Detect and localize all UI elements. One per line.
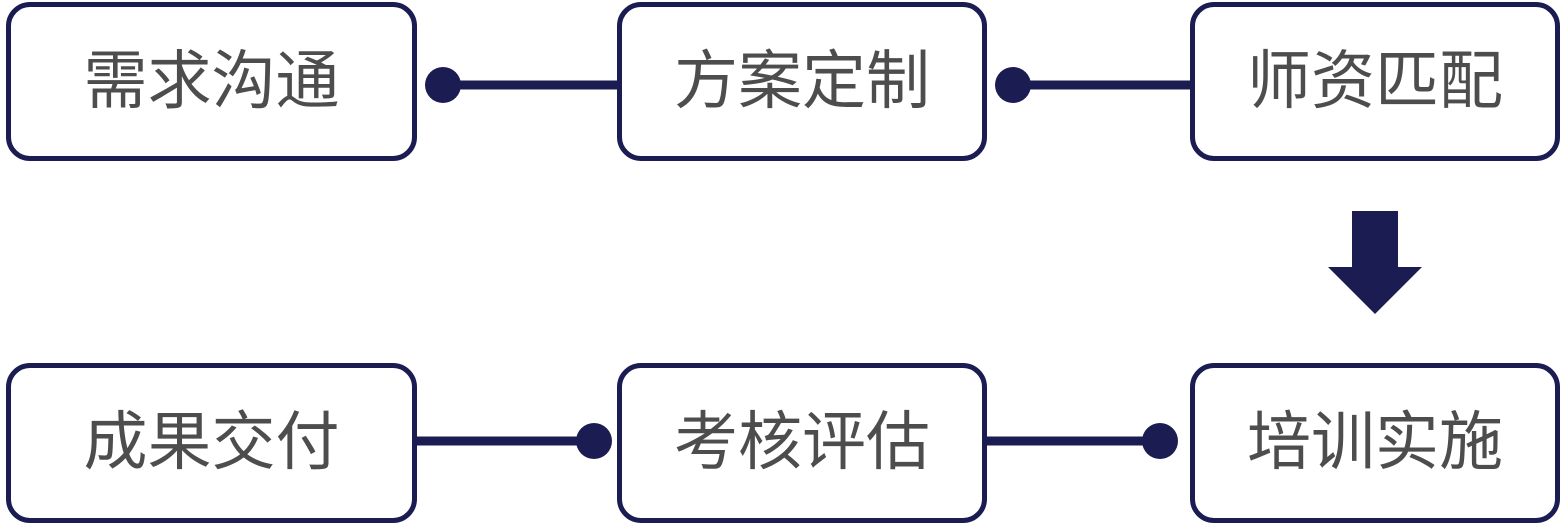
step-box-4: 培训实施 xyxy=(1190,363,1560,523)
step-box-2: 方案定制 xyxy=(617,2,987,161)
step-label-1: 需求沟通 xyxy=(83,44,340,119)
step-label-2: 方案定制 xyxy=(674,44,930,119)
step-box-1: 需求沟通 xyxy=(6,2,417,161)
connector-5-6-dot xyxy=(576,423,612,459)
step-label-5: 考核评估 xyxy=(674,406,930,480)
connector-4-5-dot xyxy=(1142,423,1178,459)
step-label-3: 师资匹配 xyxy=(1247,44,1503,119)
down-arrow-icon xyxy=(1328,211,1422,314)
step-box-6: 成果交付 xyxy=(6,363,417,523)
connector-2-3-dot xyxy=(995,67,1031,103)
step-label-6: 成果交付 xyxy=(83,406,340,480)
step-label-4: 培训实施 xyxy=(1247,406,1503,480)
step-box-5: 考核评估 xyxy=(617,363,987,523)
connector-1-2-dot xyxy=(425,67,461,103)
step-box-3: 师资匹配 xyxy=(1190,2,1560,161)
